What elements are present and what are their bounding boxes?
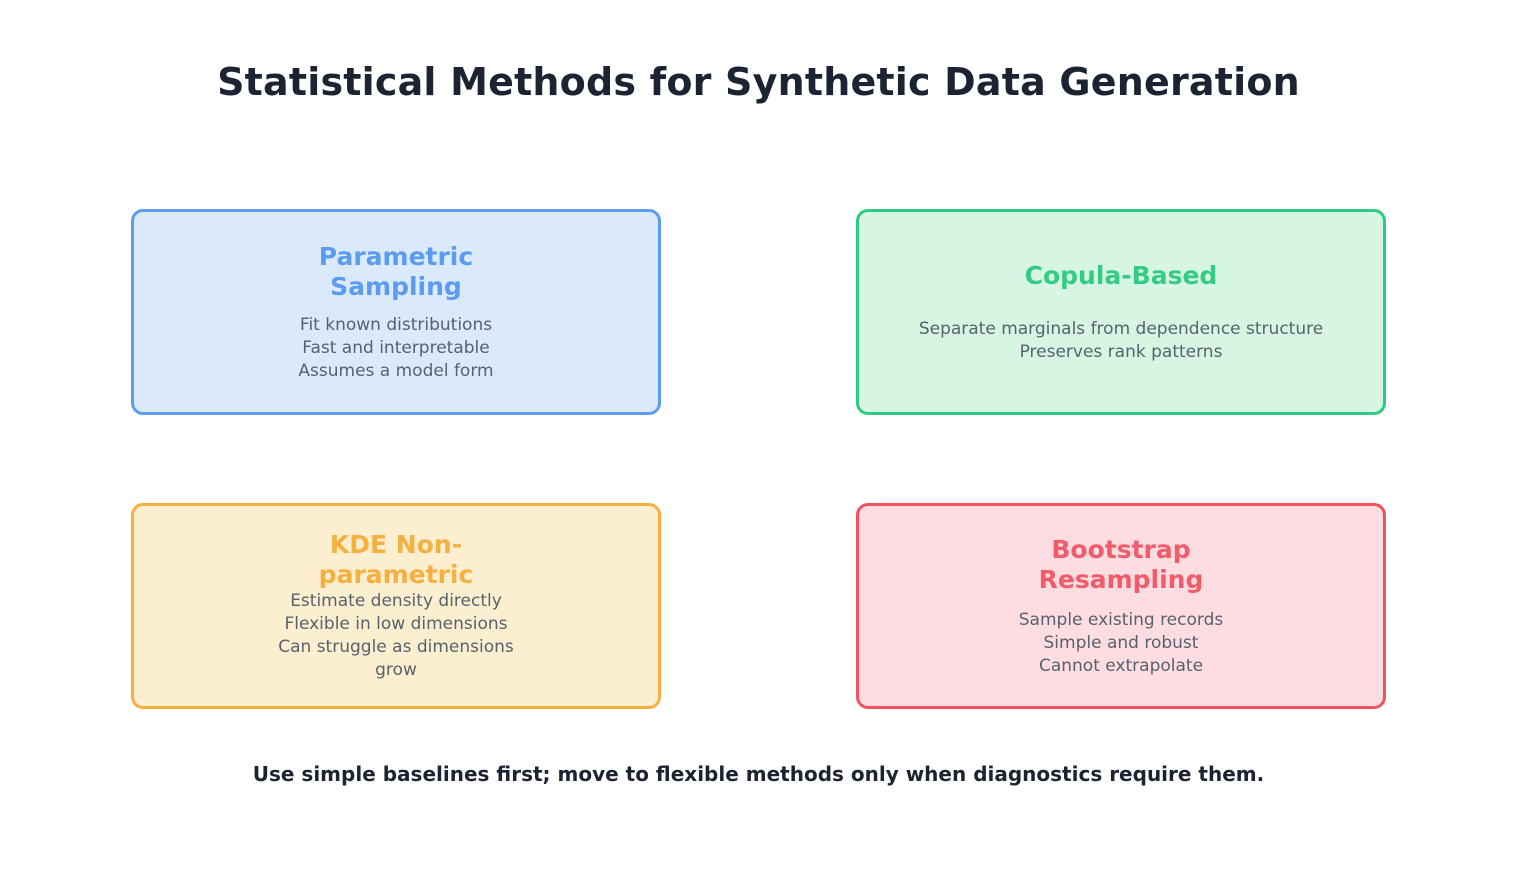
card-body-bootstrap-resampling: Sample existing records Simple and robus… <box>1018 609 1224 676</box>
card-bootstrap-resampling: Bootstrap Resampling Sample existing rec… <box>856 503 1386 709</box>
page-footer-note: Use simple baselines first; move to flex… <box>252 762 1265 786</box>
card-title-kde-non-parametric: KDE Non-parametric <box>318 530 474 589</box>
card-body-kde-non-parametric: Estimate density directly Flexible in lo… <box>278 591 514 680</box>
card-kde-non-parametric: KDE Non-parametric Estimate density dire… <box>131 503 661 709</box>
page-title: Statistical Methods for Synthetic Data G… <box>217 60 1300 104</box>
card-title-copula-based: Copula-Based <box>1024 260 1218 290</box>
card-parametric-sampling: Parametric Sampling Fit known distributi… <box>131 209 661 415</box>
card-title-parametric-sampling: Parametric Sampling <box>318 241 474 301</box>
card-copula-based: Copula-Based Separate marginals from dep… <box>856 209 1386 415</box>
card-body-copula-based: Separate marginals from dependence struc… <box>918 318 1324 362</box>
card-body-parametric-sampling: Fit known distributions Fast and interpr… <box>298 314 494 381</box>
card-title-bootstrap-resampling: Bootstrap Resampling <box>1038 534 1204 594</box>
